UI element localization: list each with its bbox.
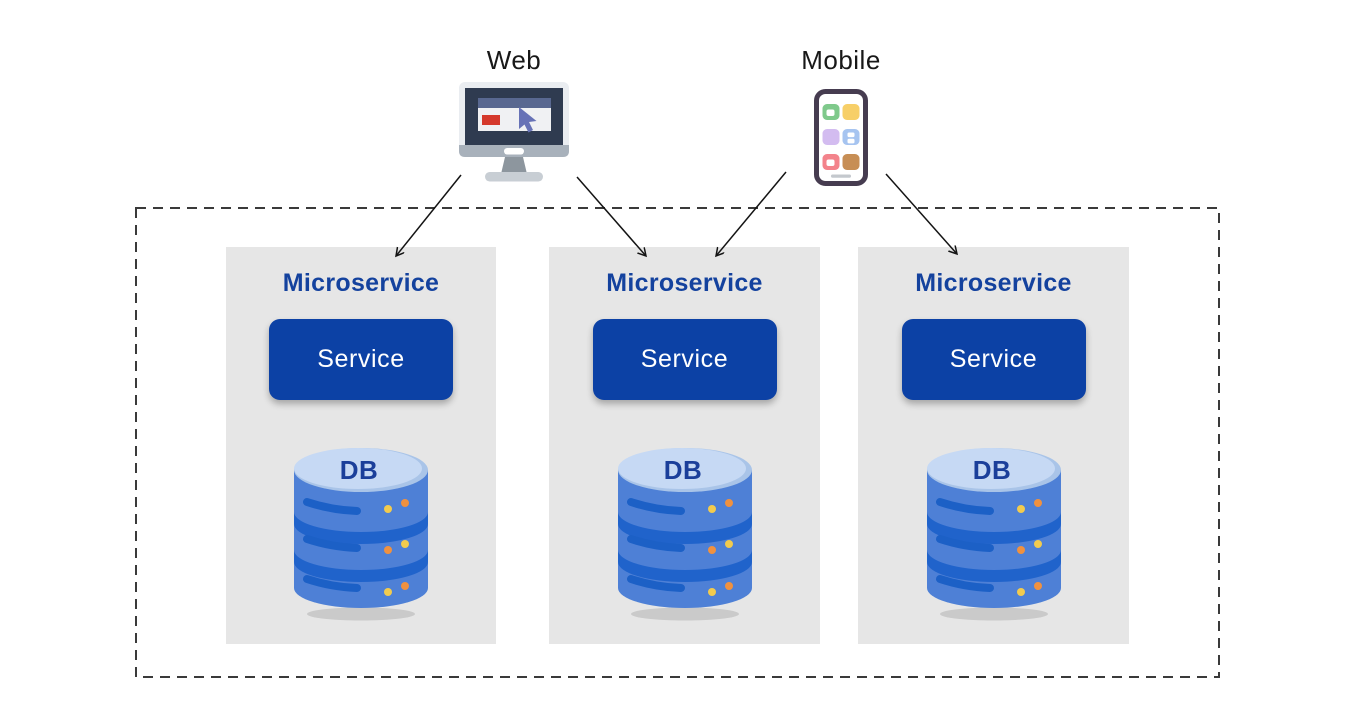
microservice-title: Microservice [915,269,1072,297]
app-tile-blue-mark-1 [847,132,855,138]
service-label: Service [317,345,405,373]
microservice-card-3: Microservice Service DB [858,247,1129,644]
db-label: DB [972,455,1011,485]
client-web-label: Web [486,45,542,75]
app-tile-red-mark [826,159,835,166]
service-label: Service [949,345,1038,373]
smartphone-icon [814,89,868,186]
app-tile-lavender [822,129,840,145]
app-tile-yellow [842,104,860,120]
microservice-title: Microservice [606,269,763,297]
desktop-browser-icon [459,82,569,182]
service-label: Service [640,345,729,373]
service-box: Service [592,319,777,400]
app-tile-tan [842,154,860,170]
app-tile-green-mark [826,109,835,116]
arrow-web-to-ms2 [576,176,646,256]
service-box: Service [901,319,1086,400]
monitor-button [504,148,524,155]
database-icon: DB [615,446,755,624]
service-box: Service [269,319,453,400]
database-icon: DB [291,446,431,624]
client-mobile: Mobile [801,44,880,186]
cursor-icon [519,107,537,133]
microservice-card-1: Microservice Service DB [226,247,496,644]
db-label: DB [663,455,702,485]
microservice-title: Microservice [282,269,440,297]
client-mobile-label: Mobile [801,45,881,75]
monitor-stand-base [485,172,543,182]
browser-red-block [482,115,500,125]
app-tile-blue-mark-2 [847,138,855,144]
phone-home-bar [831,174,851,178]
browser-header [478,98,551,108]
monitor-stand-neck [501,157,527,174]
client-web: Web [458,44,570,182]
db-label: DB [340,455,379,485]
arrow-mobile-to-ms2 [716,171,787,256]
arrow-mobile-to-ms3 [885,173,957,254]
database-icon: DB [924,446,1064,624]
arrow-web-to-ms1 [396,174,462,256]
microservice-card-2: Microservice Service DB [549,247,820,644]
